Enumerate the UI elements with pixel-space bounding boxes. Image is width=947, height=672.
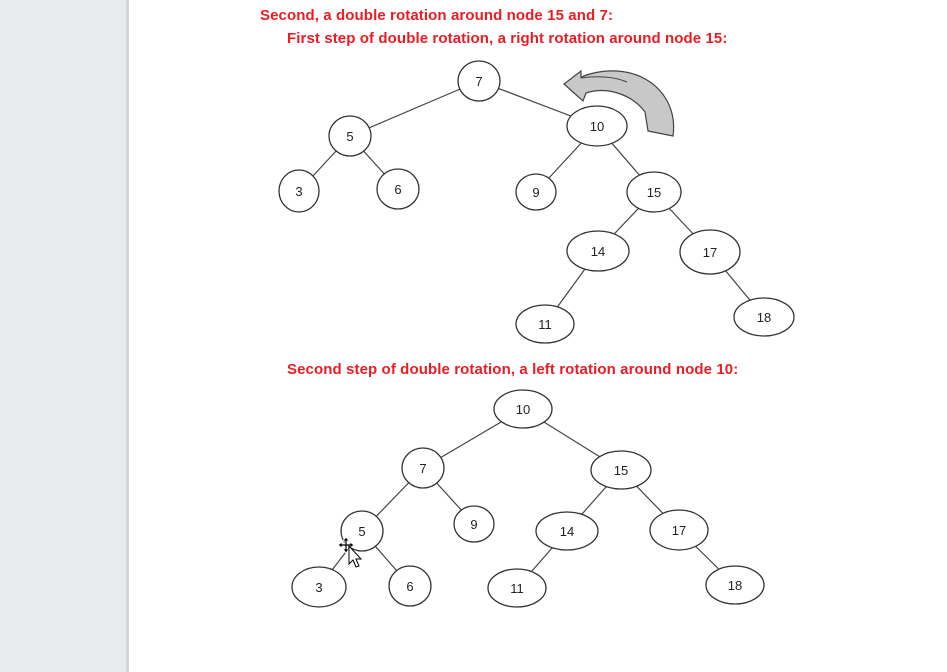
before-node-10-shape — [566, 105, 628, 147]
after-node-15-shape — [590, 450, 652, 490]
before-node-17-label: 17 — [703, 245, 717, 260]
after-node-3-shape — [291, 566, 347, 608]
tree-before-rotation: 7 5 3 6 10 9 15 14 17 11 18 — [278, 60, 795, 344]
after-node-6-shape — [388, 565, 432, 607]
before-node-11-shape — [515, 304, 575, 344]
before-node-5-label: 5 — [346, 129, 353, 144]
before-node-17: 17 — [679, 229, 741, 275]
before-node-10: 10 — [566, 105, 628, 147]
before-node-15: 15 — [626, 171, 682, 213]
after-node-18-label: 18 — [728, 578, 742, 593]
before-edge-n7-n5 — [349, 80, 480, 137]
before-node-5-shape — [328, 115, 372, 157]
heading-double-rotation: Second, a double rotation around node 15… — [260, 7, 614, 24]
after-node-5-shape — [340, 510, 384, 552]
before-node-14-label: 14 — [591, 244, 605, 259]
after-node-5: 5 — [340, 510, 384, 552]
before-node-14: 14 — [566, 230, 630, 272]
after-node-7: 7 — [401, 447, 445, 489]
after-node-17: 17 — [649, 509, 709, 551]
after-node-11-shape — [487, 568, 547, 608]
before-node-18-shape — [733, 297, 795, 337]
after-node-11: 11 — [487, 568, 547, 608]
before-node-18-label: 18 — [757, 310, 771, 325]
after-node-9-shape — [453, 505, 495, 543]
after-node-18: 18 — [705, 565, 765, 605]
after-node-18-shape — [705, 565, 765, 605]
before-node-15-label: 15 — [647, 185, 661, 200]
after-node-6: 6 — [388, 565, 432, 607]
before-node-9-label: 9 — [532, 185, 539, 200]
after-node-7-label: 7 — [419, 461, 426, 476]
after-node-7-shape — [401, 447, 445, 489]
after-node-14-shape — [535, 511, 599, 551]
before-node-6-label: 6 — [394, 182, 401, 197]
move-cursor-icon — [337, 536, 363, 568]
pane-divider — [126, 0, 129, 672]
curved-rotation-arrow-icon — [563, 69, 675, 137]
before-node-7-shape — [457, 60, 501, 102]
before-node-11-label: 11 — [538, 317, 552, 332]
after-node-10-shape — [493, 389, 553, 429]
before-node-9-shape — [515, 173, 557, 211]
after-node-3-label: 3 — [315, 580, 322, 595]
before-node-17-shape — [679, 229, 741, 275]
before-node-7-label: 7 — [475, 74, 482, 89]
before-node-6-shape — [376, 168, 420, 210]
after-node-15-label: 15 — [614, 463, 628, 478]
before-node-3-shape — [278, 169, 320, 213]
before-node-10-label: 10 — [590, 119, 604, 134]
heading-first-step: First step of double rotation, a right r… — [287, 30, 728, 47]
before-node-18: 18 — [733, 297, 795, 337]
after-node-9: 9 — [453, 505, 495, 543]
navigation-pane — [0, 0, 126, 672]
before-node-14-shape — [566, 230, 630, 272]
before-node-9: 9 — [515, 173, 557, 211]
before-node-15-shape — [626, 171, 682, 213]
before-node-11: 11 — [515, 304, 575, 344]
before-node-3: 3 — [278, 169, 320, 213]
after-node-5-label: 5 — [358, 524, 365, 539]
after-node-11-label: 11 — [510, 581, 524, 596]
after-node-9-label: 9 — [470, 517, 477, 532]
before-node-6: 6 — [376, 168, 420, 210]
before-node-7: 7 — [457, 60, 501, 102]
after-node-6-label: 6 — [406, 579, 413, 594]
before-node-5: 5 — [328, 115, 372, 157]
before-node-3-label: 3 — [295, 184, 302, 199]
after-node-14-label: 14 — [560, 524, 574, 539]
after-node-10-label: 10 — [516, 402, 530, 417]
after-node-17-shape — [649, 509, 709, 551]
after-node-17-label: 17 — [672, 523, 686, 538]
after-node-14: 14 — [535, 511, 599, 551]
heading-second-step: Second step of double rotation, a left r… — [287, 361, 739, 378]
after-node-15: 15 — [590, 450, 652, 490]
tree-after-rotation: 10 7 15 5 9 14 17 3 6 11 18 — [291, 389, 765, 608]
after-node-3: 3 — [291, 566, 347, 608]
after-node-10: 10 — [493, 389, 553, 429]
